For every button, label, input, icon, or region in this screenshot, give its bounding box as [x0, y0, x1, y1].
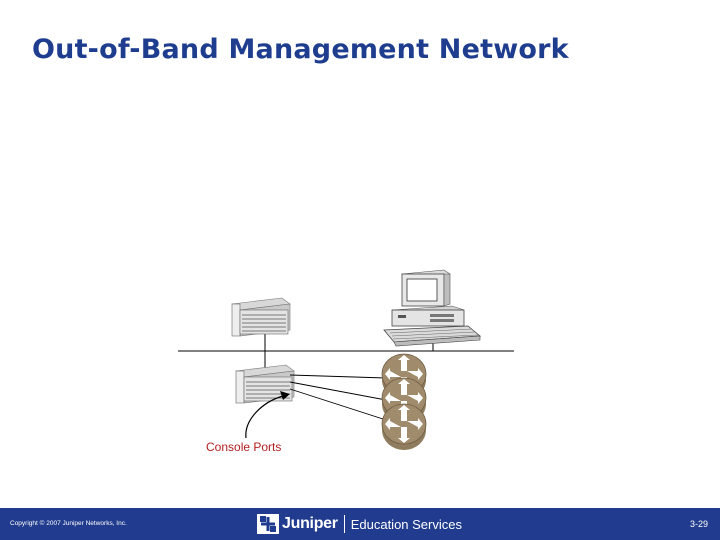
- division-name: Education Services: [350, 516, 462, 532]
- slide-title: Out-of-Band Management Network: [32, 34, 569, 65]
- console-ports-label: Console Ports: [206, 440, 282, 454]
- terminal-server-icon: [231, 297, 291, 337]
- console-cable: [289, 381, 387, 401]
- page-number: 3-29: [689, 519, 708, 529]
- console-cable: [289, 374, 387, 379]
- console-cable: [289, 388, 387, 421]
- management-workstation-icon: [383, 269, 482, 347]
- arrowhead-icon: [280, 391, 290, 400]
- juniper-logo-icon: [257, 514, 279, 534]
- brand-lockup: Juniper Education Services: [257, 514, 462, 534]
- footer-bar: Copyright © 2007 Juniper Networks, Inc. …: [0, 508, 720, 540]
- brand-name: Juniper: [282, 515, 338, 532]
- brand-divider: [343, 515, 345, 533]
- copyright-text: Copyright © 2007 Juniper Networks, Inc.: [10, 520, 127, 527]
- router-icon: [381, 403, 427, 450]
- console-ports-arrow: [245, 395, 284, 439]
